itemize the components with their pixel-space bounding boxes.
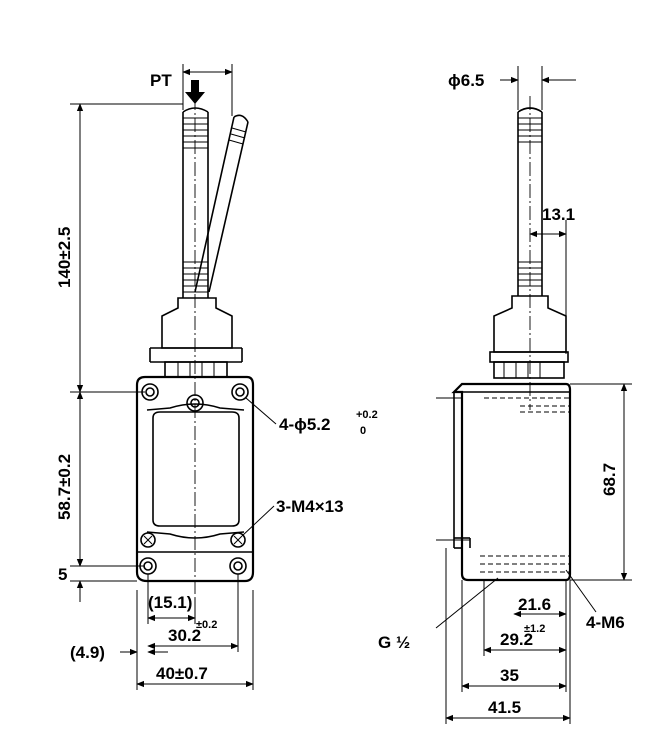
dim-58-7-label: 58.7±0.2 bbox=[55, 454, 74, 520]
dim-offset-5: 5 bbox=[58, 548, 137, 602]
side-view: ϕ6.5 13.1 68.7 G ½ 4-M6 bbox=[378, 66, 632, 724]
dim-30-2-tol: ±0.2 bbox=[196, 619, 217, 631]
dim-15-1-label: (15.1) bbox=[148, 593, 192, 612]
dim-35-label: 35 bbox=[500, 666, 519, 685]
dim-height-body: 58.7±0.2 bbox=[55, 391, 145, 567]
dim-68-7-label: 68.7 bbox=[600, 463, 619, 496]
callout-mount-holes: 4-ϕ5.2 +0.2 0 bbox=[245, 397, 378, 437]
dim-41-5: 41.5 bbox=[445, 548, 571, 724]
thread-label: G bbox=[378, 633, 391, 652]
pt-label: PT bbox=[150, 71, 172, 90]
front-rod bbox=[182, 107, 209, 298]
pt-indicator: PT bbox=[150, 64, 233, 116]
dim-30-2: 30.2 ±0.2 bbox=[147, 574, 239, 652]
dim-41-5-label: 41.5 bbox=[488, 698, 521, 717]
side-rod bbox=[517, 107, 543, 296]
conduit-label: 4-M6 bbox=[586, 613, 625, 632]
mount-holes-tol-upper: +0.2 bbox=[356, 409, 378, 421]
dim-15-1: (15.1) bbox=[147, 574, 196, 624]
screws-label: 3-M4×13 bbox=[276, 497, 344, 516]
dim-29-2: 29.2 ±1.2 bbox=[483, 580, 567, 656]
dim-21-6: 21.6 bbox=[513, 580, 567, 620]
mount-holes-tol-lower: 0 bbox=[360, 425, 366, 437]
dim-height-total: 140±2.5 bbox=[55, 103, 183, 393]
dim-5-label: 5 bbox=[58, 565, 67, 584]
dim-35: 35 bbox=[461, 580, 567, 692]
dim-width: 40±0.7 bbox=[136, 590, 254, 690]
dim-4-9-label: (4.9) bbox=[70, 643, 105, 662]
mount-holes-label: 4-ϕ5.2 bbox=[279, 415, 331, 434]
thread-fraction: ½ bbox=[396, 633, 410, 652]
callout-thread: G ½ bbox=[378, 577, 499, 652]
dim-140-label: 140±2.5 bbox=[55, 227, 74, 288]
callout-conduit: 4-M6 bbox=[565, 569, 625, 632]
front-head bbox=[149, 297, 243, 378]
dim-29-2-label: 29.2 bbox=[500, 630, 533, 649]
dim-30-2-label: 30.2 bbox=[168, 626, 201, 645]
dim-rod-diameter: ϕ6.5 bbox=[448, 66, 576, 110]
dim-29-2-tol: ±1.2 bbox=[524, 623, 545, 635]
side-head bbox=[489, 295, 569, 379]
side-body bbox=[436, 382, 572, 582]
rod-diameter-label: ϕ6.5 bbox=[448, 71, 484, 90]
front-view: PT 140±2.5 58.7±0.2 5 bbox=[55, 64, 378, 690]
dim-40-label: 40±0.7 bbox=[156, 664, 208, 683]
dim-4-9: (4.9) bbox=[70, 590, 168, 690]
dim-68-7: 68.7 bbox=[570, 383, 632, 581]
dim-21-6-label: 21.6 bbox=[518, 595, 551, 614]
dim-13-1: 13.1 bbox=[529, 205, 575, 354]
callout-screws: 3-M4×13 bbox=[241, 497, 344, 537]
front-rod-deflected bbox=[194, 114, 249, 293]
dim-13-1-label: 13.1 bbox=[542, 205, 575, 224]
